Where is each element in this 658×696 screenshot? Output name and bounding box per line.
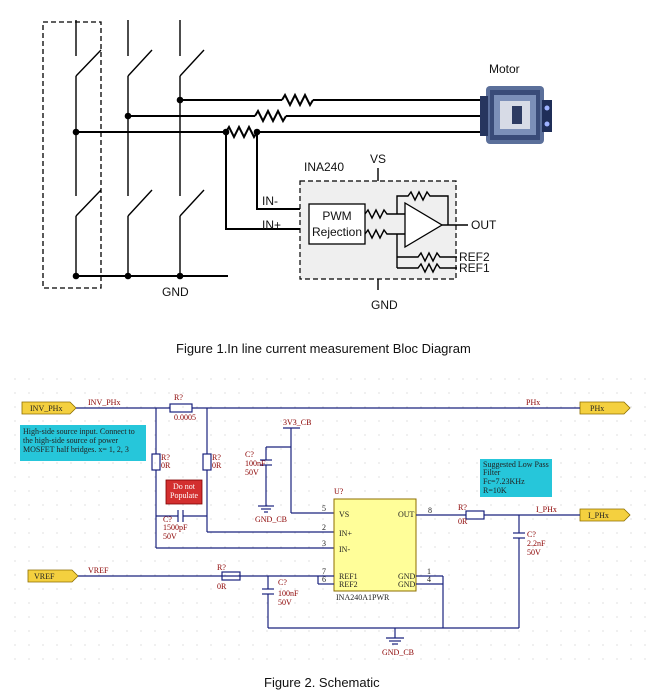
net-i-phx: I_PHx [536,505,557,514]
pin-out-label: OUT [398,510,415,519]
rejection-label: Rejection [312,225,362,239]
pin1-num: 1 [427,567,431,576]
cbyp-ref: C? [245,450,254,459]
i-phx-port [579,508,631,522]
cbyp-value: 100nF [245,459,266,468]
cbyp-voltage: 50V [245,468,259,477]
vs-label: VS [370,152,386,166]
pin-ref2-label: REF2 [339,580,358,589]
cref-voltage: 50V [278,598,292,607]
pin4-num: 4 [427,575,431,584]
schematic-grid [8,374,646,664]
lp-note-2: Filter [483,468,501,477]
inv-phx-port [21,401,77,415]
net-gnd-cb-1: GND_CB [255,515,287,524]
rref-value: 0R [217,582,227,591]
pin-gnd2-label: GND [398,580,416,589]
pin5-num: 5 [322,504,326,513]
vref-port [27,569,79,583]
figure1-caption: Figure 1.In line current measurement Blo… [176,341,471,356]
cin-value: 1500pF [163,523,188,532]
net-inv-phx: INV_PHx [88,398,120,407]
phx-port [579,401,631,415]
pin-inplus-label: IN+ [339,529,352,538]
net-vref: VREF [88,566,109,575]
cout-value: 2.2nF [527,539,546,548]
schematic: INV_PHx PHx VREF I_PHx INV_PHx PHx R? 0.… [8,374,646,664]
pin8-num: 8 [428,506,432,515]
rref-ref: R? [217,563,226,572]
pin7-num: 7 [322,567,326,576]
r1-value: 0R [161,461,171,470]
dnp-line1: Do not [173,482,196,491]
net-phx: PHx [526,398,540,407]
inv-phx-port-label: INV_PHx [30,404,62,413]
chip-ref: U? [334,487,344,496]
lp-note-3: Fc=7.23KHz [483,477,525,486]
gnd-bottom-label: GND [371,298,398,312]
dnp-line2: Populate [170,491,198,500]
motor-label: Motor [489,62,520,76]
block-diagram: Motor IN- IN+ INA240 VS GND GND PWM Reje… [42,20,552,312]
low-pass-note [480,459,552,497]
cref-value: 100nF [278,589,299,598]
motor-icon [480,86,552,144]
cref-ref: C? [278,578,287,587]
op-amp-symbol [404,201,444,249]
cout-ref: C? [527,530,536,539]
pwm-label: PWM [322,209,351,223]
vref-port-label: VREF [34,572,55,581]
ref2-label: REF2 [459,250,490,264]
lp-note-1: Suggested Low Pass [483,460,549,469]
pwm-rejection-block [308,203,366,245]
cin-ref: C? [163,515,172,524]
out-label: OUT [471,218,497,232]
rout-ref: R? [458,503,467,512]
high-side-note [20,425,146,461]
do-not-populate-flag [165,479,203,505]
pin3-num: 3 [322,539,326,548]
shunt-ref: R? [174,393,183,402]
hs-note-3: MOSFET half bridges. x= 1, 2, 3 [23,445,129,454]
ref1-label: REF1 [459,261,490,275]
net-3v3: 3V3_CB [283,418,311,427]
in-minus-label: IN- [262,194,278,208]
i-phx-port-label: I_PHx [588,511,609,520]
net-gnd-cb-2: GND_CB [382,648,414,657]
cin-voltage: 50V [163,532,177,541]
pin-gnd1-label: GND [398,572,416,581]
pin6-num: 6 [322,575,326,584]
ina240-label: INA240 [304,160,344,174]
r2-ref: R? [212,453,221,462]
gnd-left-label: GND [162,285,189,299]
shunt-resistor [225,124,258,140]
chip-part: INA240A1PWR [336,593,390,602]
in-plus-label: IN+ [262,218,281,232]
shunt-value: 0.0005 [174,413,196,422]
pin-ref1-label: REF1 [339,572,358,581]
rout-value: 0R [458,517,468,526]
hs-note-2: the high-side source of power [23,436,118,445]
r2-value: 0R [212,461,222,470]
ina240-chip [333,498,417,592]
r1-ref: R? [161,453,170,462]
phase-a-resistor [281,92,314,108]
cout-voltage: 50V [527,548,541,557]
figure2-caption: Figure 2. Schematic [264,675,380,690]
phase-b-resistor [254,108,287,124]
lp-note-4: R=10K [483,486,507,495]
phx-port-label: PHx [590,404,604,413]
pin-vs-label: VS [339,510,349,519]
pin2-num: 2 [322,523,326,532]
hs-note-1: High-side source input. Connect to [23,427,135,436]
bridge-dashed-box [42,21,102,289]
pin-inminus-label: IN- [339,545,350,554]
